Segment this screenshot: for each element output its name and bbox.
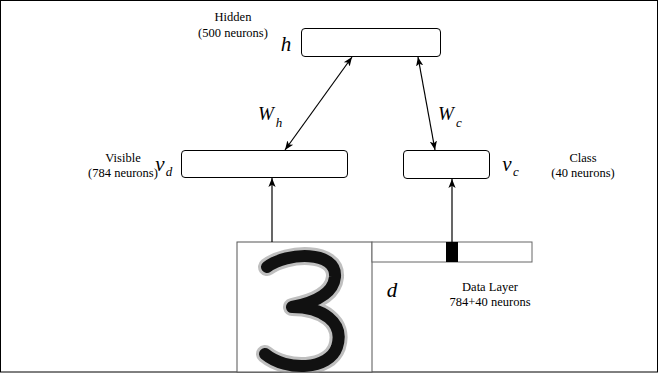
layer-box: Hidden(500 neurons)h bbox=[301, 28, 441, 57]
math-symbol: h bbox=[281, 34, 292, 55]
image-frame bbox=[237, 242, 372, 372]
data-layer: d Data Layer 784+40 neurons bbox=[237, 242, 537, 372]
connection-arrow bbox=[418, 57, 435, 150]
layer-box: Visible(784 neurons)vd bbox=[181, 150, 348, 178]
layer-box: Class(40 neurons)vc bbox=[403, 150, 490, 179]
digit-stroke bbox=[265, 256, 339, 366]
weight-label: W bbox=[438, 104, 454, 123]
class-vector bbox=[372, 242, 532, 262]
layer-label: Class bbox=[569, 152, 596, 165]
math-symbol: c bbox=[513, 165, 519, 178]
connection-arrow bbox=[451, 179, 452, 242]
math-symbol: d bbox=[387, 280, 398, 301]
digit-blur bbox=[265, 256, 339, 366]
layer-label: 784+40 neurons bbox=[450, 296, 531, 309]
layer-label: (40 neurons) bbox=[551, 167, 615, 180]
layer-label: (784 neurons) bbox=[88, 167, 158, 180]
digit-image bbox=[237, 242, 372, 372]
weight-label: W bbox=[258, 104, 274, 123]
weight-label: c bbox=[456, 116, 462, 129]
connection-arrow bbox=[271, 178, 272, 242]
layer-label: (500 neurons) bbox=[198, 27, 268, 40]
connection-arrow bbox=[285, 57, 352, 150]
math-symbol: v bbox=[155, 154, 164, 175]
math-symbol: d bbox=[166, 165, 173, 178]
layer-label: Visible bbox=[105, 152, 140, 165]
one-hot-cell bbox=[446, 242, 458, 262]
layer-label: Hidden bbox=[215, 11, 252, 24]
math-symbol: v bbox=[502, 154, 511, 175]
weight-label: h bbox=[276, 116, 283, 129]
layer-label: Data Layer bbox=[462, 281, 518, 294]
